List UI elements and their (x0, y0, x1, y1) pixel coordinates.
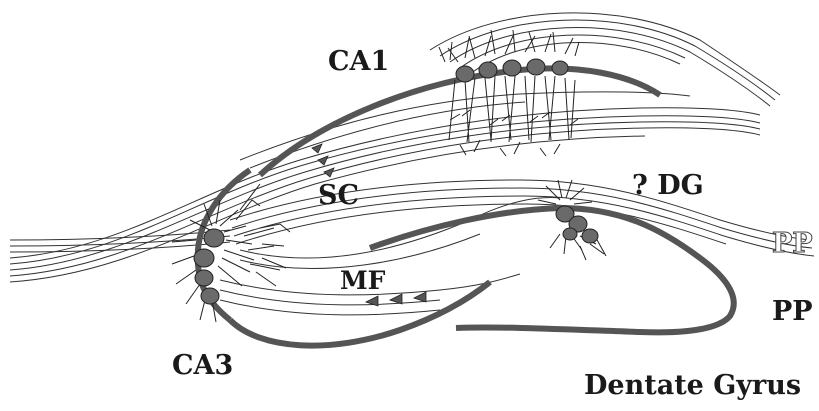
label-dg: ? DG (632, 172, 704, 199)
label-dentate-gyrus: Dentate Gyrus (584, 372, 801, 399)
label-ca1: CA1 (328, 48, 389, 75)
label-sc: SC (318, 182, 359, 209)
label-pp-lower: PP (772, 298, 813, 325)
dentate-granule-layer-upper (370, 208, 734, 332)
dg-granule-cells (538, 180, 606, 260)
sc-arrowheads (312, 144, 334, 177)
label-pp-upper: PP (772, 230, 813, 257)
label-ca3: CA3 (172, 352, 233, 379)
label-mf: MF (340, 268, 385, 293)
